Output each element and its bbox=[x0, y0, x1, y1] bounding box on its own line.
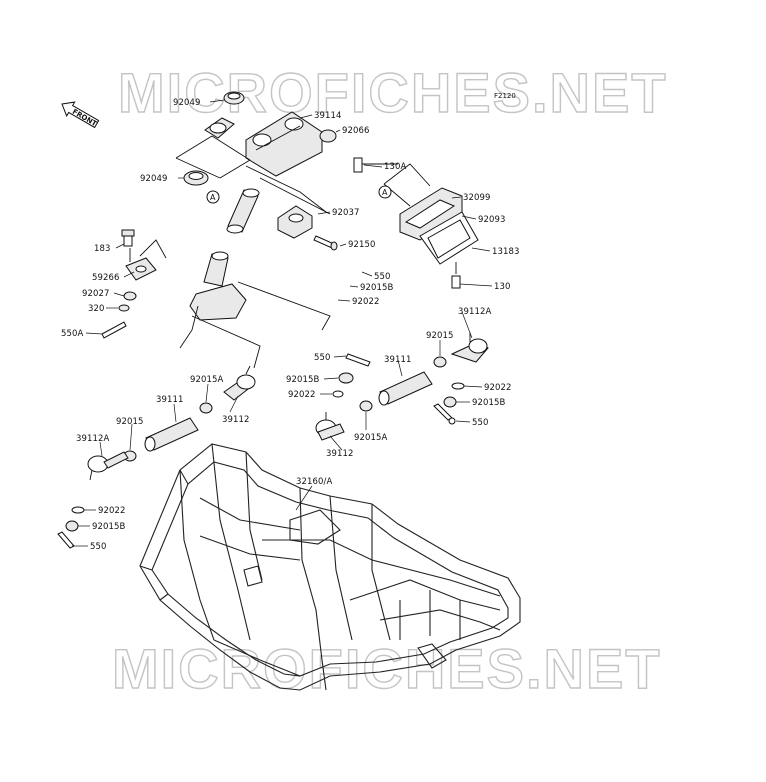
label-92015a-right: 92015A bbox=[354, 433, 388, 443]
label-32099: 32099 bbox=[463, 193, 491, 203]
label-130a: 130A bbox=[384, 162, 407, 172]
label-92015a-left: 92015A bbox=[190, 375, 224, 385]
tie-rod-right bbox=[315, 332, 489, 441]
label-550a: 550A bbox=[61, 329, 84, 339]
label-92037: 92037 bbox=[332, 208, 360, 218]
svg-text:A: A bbox=[210, 193, 216, 202]
watermark-top: MICROFICHES.NET bbox=[118, 61, 668, 124]
label-92015b-right: 92015B bbox=[472, 398, 506, 408]
label-92093: 92093 bbox=[478, 215, 506, 225]
label-92027: 92027 bbox=[82, 289, 110, 299]
label-39111-left: 39111 bbox=[156, 395, 184, 405]
reference-marker-a-left bbox=[206, 190, 220, 204]
label-550-left: 550 bbox=[90, 542, 107, 552]
tie-rod-left bbox=[57, 365, 256, 549]
label-32160a: 32160/A bbox=[296, 477, 333, 487]
label-320: 320 bbox=[88, 304, 105, 314]
part-labels: 92049 39114 92066 130A 92049 32099 92037… bbox=[61, 98, 520, 552]
leader-lines bbox=[72, 99, 493, 547]
svg-text:A: A bbox=[382, 188, 388, 197]
handlebar-holder bbox=[175, 91, 338, 251]
front-label: FRONT bbox=[71, 108, 98, 128]
label-92015-left: 92015 bbox=[116, 417, 144, 427]
figure-code: F2120 bbox=[494, 92, 516, 100]
label-39112a-left: 39112A bbox=[76, 434, 110, 444]
label-130: 130 bbox=[494, 282, 511, 292]
watermark-bottom: MICROFICHES.NET bbox=[112, 637, 662, 700]
front-arrow-icon: FRONT bbox=[61, 101, 100, 128]
label-39111-right: 39111 bbox=[384, 355, 412, 365]
label-39114: 39114 bbox=[314, 111, 342, 121]
label-39112-right: 39112 bbox=[326, 449, 354, 459]
label-39112-left: 39112 bbox=[222, 415, 250, 425]
label-92066: 92066 bbox=[342, 126, 370, 136]
label-92015-right: 92015 bbox=[426, 331, 454, 341]
label-92022-right: 92022 bbox=[484, 383, 512, 393]
label-92022-mid: 92022 bbox=[288, 390, 316, 400]
label-92049-top: 92049 bbox=[173, 98, 201, 108]
reference-marker-a-right bbox=[378, 185, 392, 199]
label-59266: 59266 bbox=[92, 273, 120, 283]
meter-bracket bbox=[353, 157, 479, 289]
label-39112a-right: 39112A bbox=[458, 307, 492, 317]
label-92015b-top: 92015B bbox=[360, 283, 394, 293]
label-550-top: 550 bbox=[374, 272, 391, 282]
steering-shaft bbox=[101, 229, 331, 369]
label-92022-top: 92022 bbox=[352, 297, 380, 307]
label-550-right: 550 bbox=[472, 418, 489, 428]
label-550-mid: 550 bbox=[314, 353, 331, 363]
label-92015b-mid: 92015B bbox=[286, 375, 320, 385]
label-92022-left: 92022 bbox=[98, 506, 126, 516]
label-13183: 13183 bbox=[492, 247, 520, 257]
main-frame bbox=[139, 443, 521, 691]
label-92049-mid: 92049 bbox=[140, 174, 168, 184]
label-183: 183 bbox=[94, 244, 111, 254]
label-92015b-left: 92015B bbox=[92, 522, 126, 532]
label-92150: 92150 bbox=[348, 240, 376, 250]
